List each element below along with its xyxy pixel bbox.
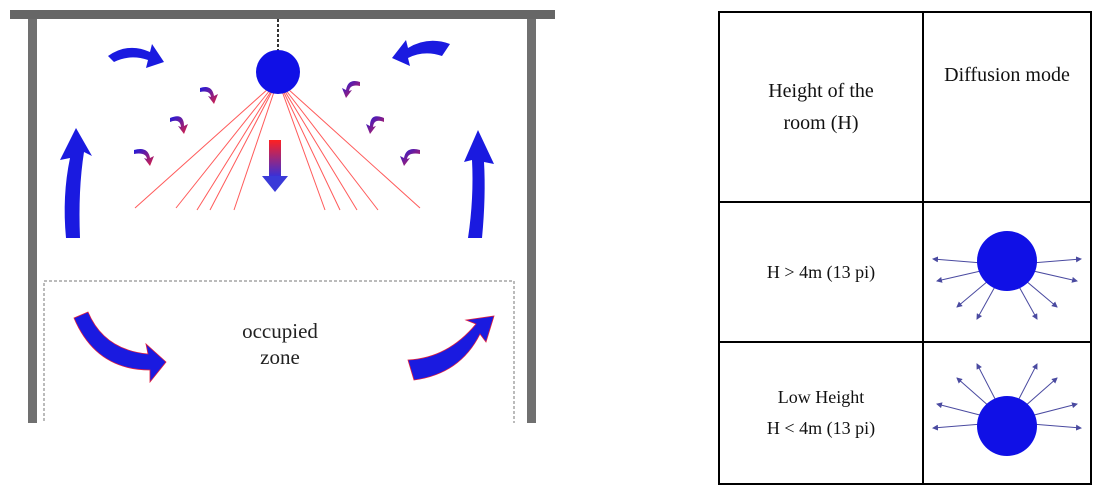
left-wall xyxy=(28,19,37,423)
header-height-line1: Height of the xyxy=(768,80,874,102)
row1-diffusion xyxy=(922,201,1092,343)
table-row: H > 4m (13 pi) xyxy=(718,201,1092,343)
arrow-up-right-wall xyxy=(464,130,494,238)
row2-diffusion xyxy=(922,341,1092,485)
floor-arrow-right xyxy=(407,315,495,381)
curved-arrow-top-right xyxy=(392,40,450,66)
row2-height-line2: H < 4m (13 pi) xyxy=(766,418,876,438)
arrow-up-left-wall xyxy=(60,128,92,238)
curved-arrow-top-left xyxy=(108,44,164,68)
down-arrow xyxy=(262,140,288,192)
room-airflow-diagram xyxy=(10,10,555,423)
row1-height-line1: H > 4m (13 pi) xyxy=(766,261,876,282)
row2-height-line1: Low Height xyxy=(777,386,865,407)
right-wall xyxy=(527,19,536,423)
sphere-downward-diffusion-icon xyxy=(932,231,1082,320)
ceiling-bar xyxy=(10,10,555,19)
occupied-zone-label-line1: occupied xyxy=(242,319,318,343)
header-height-line2: room (H) xyxy=(783,112,859,134)
occupied-zone-label: occupied zone xyxy=(200,318,360,371)
header-diffusion-mode: Diffusion mode xyxy=(922,11,1092,203)
table-row: Low Height H < 4m (13 pi) xyxy=(718,341,1092,485)
occupied-zone-box xyxy=(43,280,515,423)
table-header-row: Height of the room (H) Diffusion mode xyxy=(718,11,1092,203)
small-swirl-arrows xyxy=(134,81,420,166)
radiant-sphere xyxy=(256,50,300,94)
row2-height: Low Height H < 4m (13 pi) xyxy=(718,341,924,485)
diffusion-mode-table: Height of the room (H) Diffusion mode H … xyxy=(718,11,1092,485)
header-height: Height of the room (H) xyxy=(718,11,924,203)
row1-height: H > 4m (13 pi) xyxy=(718,201,924,343)
sphere-upward-diffusion-icon xyxy=(932,363,1082,456)
occupied-zone-label-line2: zone xyxy=(260,345,300,370)
radiant-rays xyxy=(134,79,421,211)
floor-arrow-left xyxy=(73,311,167,384)
